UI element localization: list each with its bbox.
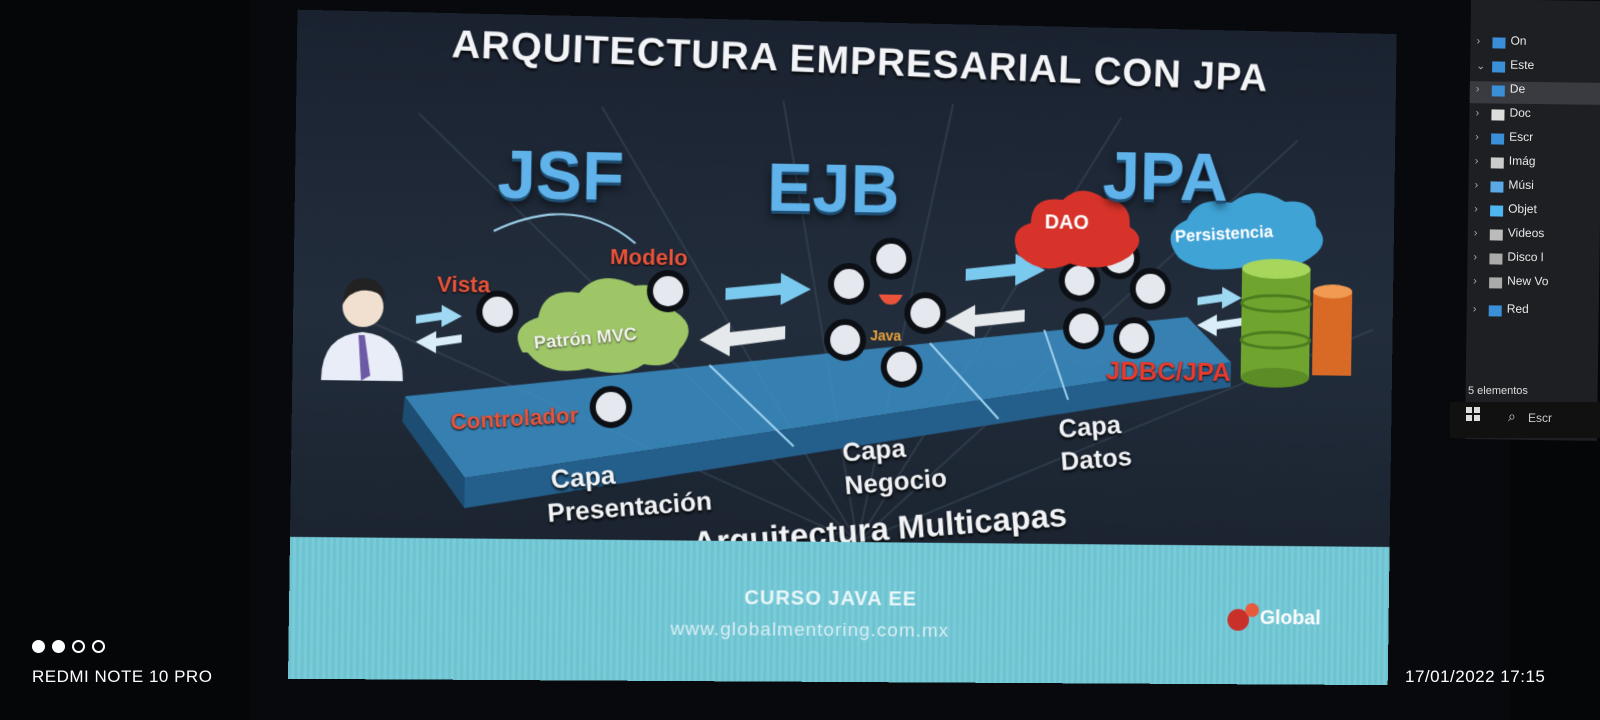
explorer-item[interactable]: ⌄Este <box>1476 57 1535 73</box>
explorer-item[interactable]: ›De <box>1475 81 1526 97</box>
chevron-right-icon: › <box>1475 131 1479 144</box>
explorer-item[interactable]: ›Imág <box>1474 153 1536 169</box>
controlador-component <box>592 389 629 426</box>
timestamp-watermark: 17/01/2022 17:15 <box>1405 667 1546 686</box>
user-person-icon <box>320 277 404 382</box>
dot-icon <box>92 640 105 653</box>
video-icon <box>1489 229 1503 241</box>
chevron-right-icon: › <box>1472 303 1477 316</box>
explorer-item[interactable]: ›Músi <box>1474 177 1534 193</box>
explorer-item[interactable]: ›Disco l <box>1473 249 1544 265</box>
document-icon <box>1491 109 1505 121</box>
search-icon[interactable]: ⌕ <box>1508 408 1516 424</box>
dot-icon <box>72 640 85 653</box>
modelo-label: Modelo <box>609 244 688 271</box>
watermark-dots <box>32 640 112 658</box>
chevron-right-icon: › <box>1476 35 1481 48</box>
dot-icon <box>52 640 65 653</box>
taskbar-search-input[interactable]: Escr <box>1528 411 1552 425</box>
download-icon <box>1491 85 1505 97</box>
chevron-down-icon: ⌄ <box>1476 60 1486 73</box>
cloud-icon <box>1492 37 1506 49</box>
cube-icon <box>1490 205 1504 217</box>
explorer-item[interactable] <box>1469 81 1600 105</box>
persistencia-cloud <box>1170 191 1324 272</box>
global-logo-text: Global <box>1259 607 1321 630</box>
java-logo-icon <box>878 294 903 305</box>
dao-label: DAO <box>1044 211 1089 235</box>
dao-cloud <box>1014 189 1140 271</box>
chevron-right-icon: › <box>1473 275 1477 288</box>
explorer-item[interactable]: ›Escr <box>1475 129 1534 145</box>
chevron-right-icon: › <box>1475 107 1480 120</box>
explorer-item[interactable]: ›On <box>1476 33 1527 49</box>
java-label: Java <box>870 327 902 344</box>
jdbc-jpa-label: JDBC/JPA <box>1105 355 1231 388</box>
explorer-status: 5 elementos <box>1468 385 1528 397</box>
image-icon <box>1490 157 1504 169</box>
capa-datos-label: Capa Datos <box>1057 409 1133 477</box>
computer-icon <box>1492 61 1506 73</box>
chevron-right-icon: › <box>1473 251 1478 264</box>
file-explorer-panel: ›On ⌄Este ›De ›Doc ›Escr ›Imág ›Músi ›Ob… <box>1464 0 1600 441</box>
chevron-right-icon: › <box>1475 83 1480 96</box>
chevron-right-icon: › <box>1474 203 1478 216</box>
desktop-icon <box>1491 133 1505 145</box>
dot-icon <box>32 640 45 653</box>
database-icon <box>1240 258 1353 389</box>
layer-platform-top <box>403 305 1232 487</box>
capa-presentacion-label: Capa Presentación <box>546 459 714 529</box>
explorer-item[interactable]: ›Videos <box>1473 225 1545 241</box>
chevron-right-icon: › <box>1474 155 1479 168</box>
presentation-slide: ARQUITECTURA EMPRESARIAL CON JPA JSF EJB… <box>288 9 1397 686</box>
global-logo-icon <box>1227 603 1260 631</box>
vista-component <box>479 293 516 330</box>
ejb-heading: EJB <box>766 149 900 228</box>
windows-start-icon[interactable] <box>1466 407 1480 421</box>
explorer-item[interactable]: ›Red <box>1472 301 1529 317</box>
layer-platform-side <box>464 351 1232 516</box>
music-icon <box>1490 181 1504 193</box>
website-url: www.globalmentoring.com.mx <box>670 618 950 642</box>
explorer-item[interactable]: ›Doc <box>1475 105 1531 121</box>
device-watermark: REDMI NOTE 10 PRO <box>32 667 213 686</box>
explorer-item[interactable]: ›Objet <box>1474 201 1537 217</box>
jpa-heading: JPA <box>1102 137 1229 216</box>
chevron-right-icon: › <box>1473 227 1478 240</box>
explorer-item[interactable]: ›New Vo <box>1473 273 1549 289</box>
drive-icon <box>1489 253 1503 265</box>
course-label: CURSO JAVA EE <box>744 587 918 611</box>
capa-negocio-label: Capa Negocio <box>841 432 948 501</box>
drive-icon <box>1489 277 1503 289</box>
network-icon <box>1488 305 1502 317</box>
modelo-component <box>650 273 687 310</box>
vista-label: Vista <box>436 271 491 298</box>
background-rays <box>320 10 1397 685</box>
jsf-heading: JSF <box>497 136 625 216</box>
mvc-cloud <box>517 276 690 374</box>
chevron-right-icon: › <box>1474 179 1479 192</box>
